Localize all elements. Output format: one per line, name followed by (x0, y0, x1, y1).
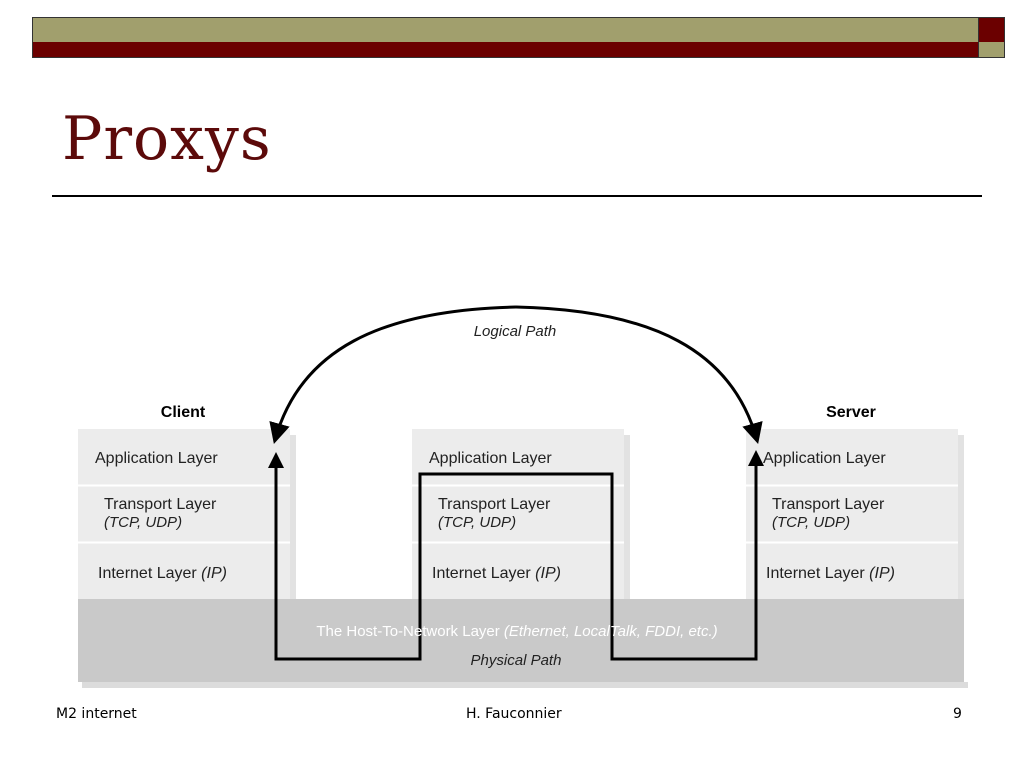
header-square-olive (978, 42, 1005, 58)
client-transport-layer (78, 486, 290, 542)
proxy-transport-detail: (TCP, UDP) (438, 514, 516, 531)
host-network-label: The Host-To-Network Layer (Ethernet, Loc… (316, 623, 717, 640)
host-network-layer-band (78, 599, 964, 682)
proxy-transport-label: Transport Layer (438, 496, 551, 513)
proxy-transport-layer (412, 486, 624, 542)
logical-path-arrow (269, 305, 517, 445)
server-label: Server (826, 404, 876, 421)
physical-path-label: Physical Path (471, 652, 562, 669)
server-transport-label: Transport Layer (772, 496, 885, 513)
client-internet-label: Internet Layer (IP) (98, 565, 227, 582)
physical-path-line (274, 466, 758, 661)
footer-page-number: 9 (953, 706, 962, 722)
server-transport-detail: (TCP, UDP) (772, 514, 850, 531)
proxy-application-label: Application Layer (429, 450, 552, 467)
server-transport-layer (746, 486, 958, 542)
footer-center: H. Fauconnier (466, 706, 562, 722)
footer-left: M2 internet (56, 706, 137, 722)
client-stack (78, 429, 290, 599)
proxy-stack (412, 429, 624, 599)
title-divider (52, 195, 982, 197)
client-internet-layer (78, 543, 290, 599)
client-application-layer (78, 429, 290, 485)
client-application-label: Application Layer (95, 450, 218, 467)
logical-path-label: Logical Path (474, 323, 557, 340)
proxy-internet-layer (412, 543, 624, 599)
server-application-label: Application Layer (763, 450, 886, 467)
proxy-application-layer (412, 429, 624, 485)
proxy-internet-label: Internet Layer (IP) (432, 565, 561, 582)
client-transport-label: Transport Layer (104, 496, 217, 513)
slide-title: Proxys (62, 104, 272, 174)
header-square-maroon (978, 17, 1005, 44)
server-stack (746, 429, 958, 599)
server-internet-layer (746, 543, 958, 599)
client-label: Client (161, 404, 206, 421)
server-application-layer (746, 429, 958, 485)
client-transport-detail: (TCP, UDP) (104, 514, 182, 531)
server-internet-label: Internet Layer (IP) (766, 565, 895, 582)
